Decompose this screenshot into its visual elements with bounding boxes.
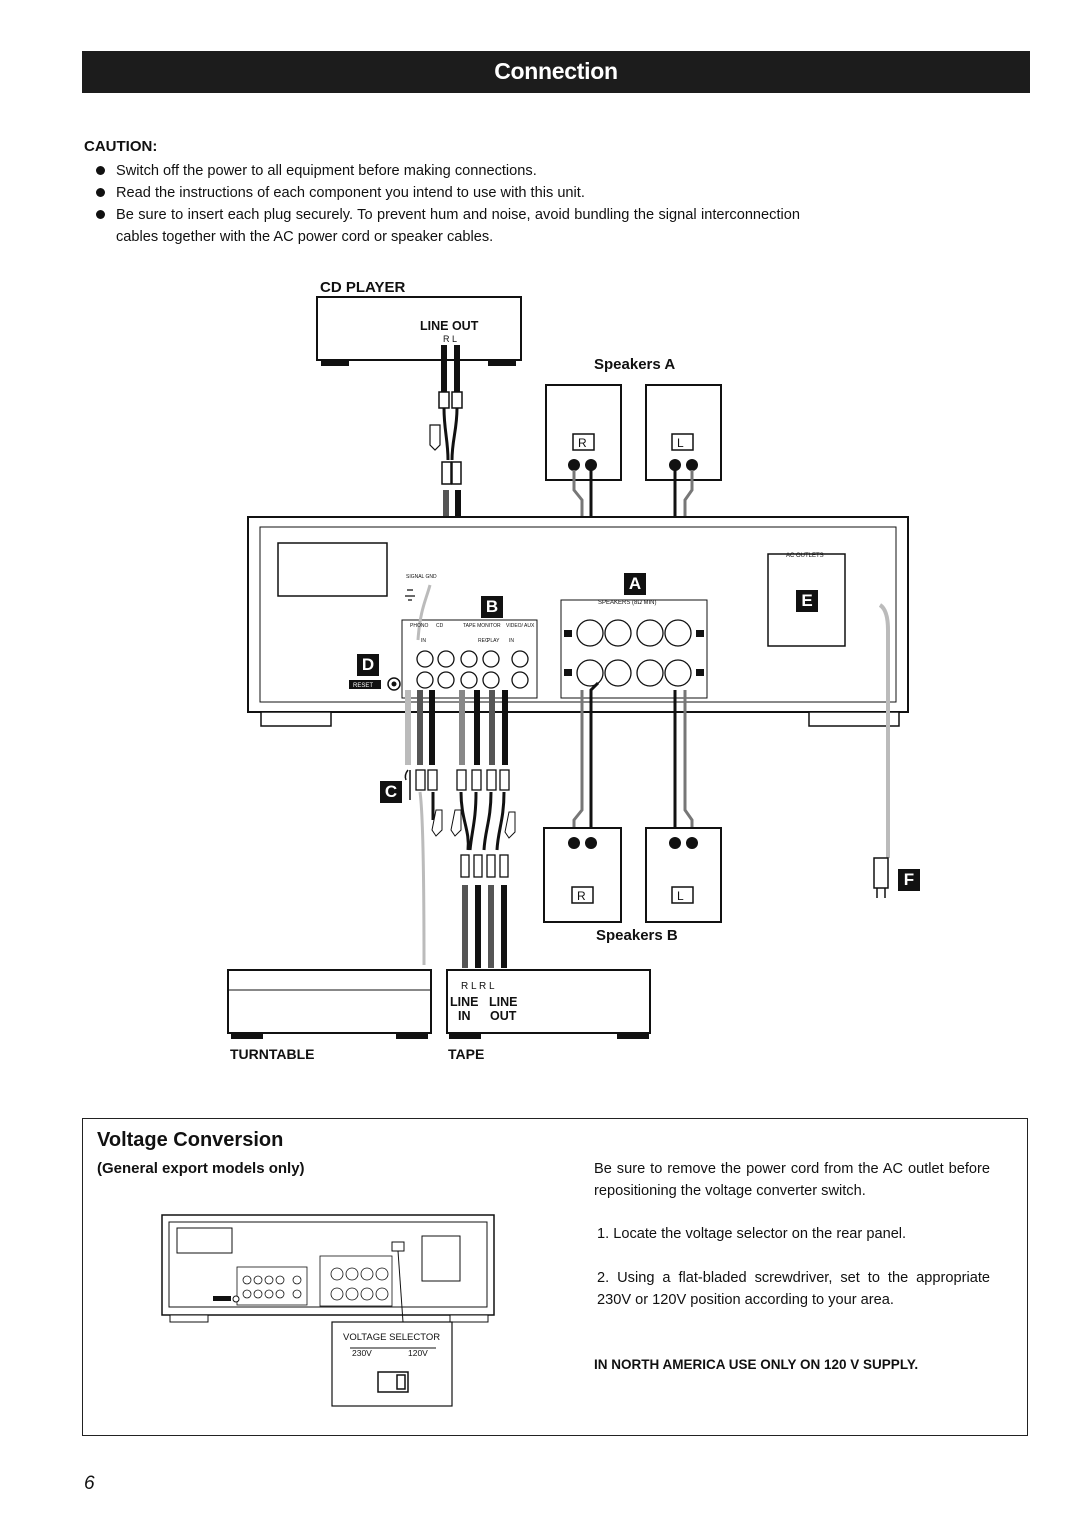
list-item: Switch off the power to all equipment be… [96, 160, 800, 182]
cd-label: CD [436, 623, 444, 629]
caution-title: CAUTION: [84, 138, 158, 155]
voltage-selector-label: VOLTAGE SELECTOR [343, 1332, 440, 1343]
marker-b: B [481, 596, 503, 618]
voltage-note: IN NORTH AMERICA USE ONLY ON 120 V SUPPL… [594, 1357, 919, 1372]
voltage-subtitle: (General export models only) [97, 1160, 305, 1177]
cd-player-unit [316, 296, 522, 366]
turntable-unit [227, 969, 432, 1039]
speaker-b-wires [572, 681, 694, 840]
speakers-a-label: Speakers A [594, 356, 676, 373]
input-cables [404, 690, 516, 968]
marker-c: C [380, 781, 402, 803]
line-out-label: LINE OUT [420, 319, 479, 333]
ac-outlets-label: AC OUTLETS [786, 553, 824, 559]
rl-label: R L [443, 334, 457, 344]
speaker-r-label: R [577, 889, 586, 903]
tape-rl-label: R L R L [461, 981, 495, 992]
connection-diagram: LINE OUT R L R L R L AC OUTLETS SIGNAL G… [227, 296, 909, 1039]
bullet-icon [96, 210, 105, 219]
cd-player-label: CD PLAYER [320, 279, 406, 296]
rec-label: REC [478, 638, 489, 644]
list-item: Read the instructions of each component … [96, 182, 800, 204]
power-cord [873, 603, 890, 898]
marker-d: D [357, 654, 379, 676]
marker-e: E [796, 590, 818, 612]
230v-label: 230V [352, 1348, 372, 1358]
voltage-warning: Be sure to remove the power cord from th… [594, 1161, 990, 1199]
speaker-a-left [645, 384, 722, 481]
speakers-ohm-label: SPEAKERS (8Ω MIN) [598, 600, 657, 606]
page-number: 6 [84, 1473, 95, 1494]
play-label: PLAY [487, 638, 500, 644]
tape-unit [446, 969, 651, 1039]
page-title: Connection [494, 58, 618, 84]
amplifier-rear-panel [247, 516, 909, 727]
turntable-label: TURNTABLE [230, 1046, 315, 1062]
marker-f: F [898, 869, 920, 891]
speaker-l-label: L [677, 436, 684, 450]
bullet-icon [96, 188, 105, 197]
tape-out-label: OUT [490, 1009, 517, 1023]
voltage-conversion-box [82, 1118, 1028, 1436]
speaker-a-right [545, 384, 622, 481]
speaker-b-right [543, 827, 622, 923]
tape-line-out-label: LINE [489, 995, 517, 1009]
reset-label: RESET [353, 683, 373, 689]
in-label: IN [509, 638, 514, 644]
speaker-b-left [645, 827, 722, 923]
signal-gnd-label: SIGNAL GND [406, 574, 437, 580]
header-bar: Connection [82, 51, 1030, 93]
video-aux-label: VIDEO/ AUX [506, 623, 535, 629]
phono-label: PHONO [410, 623, 428, 629]
voltage-title: Voltage Conversion [97, 1129, 284, 1151]
list-item: Be sure to insert each plug securely. To… [96, 204, 800, 248]
tape-line-in-label: LINE [450, 995, 478, 1009]
speaker-r-label: R [578, 436, 587, 450]
tape-label: TAPE [448, 1046, 485, 1062]
bullet-icon [96, 166, 105, 175]
120v-label: 120V [408, 1348, 428, 1358]
rear-panel-illustration: VOLTAGE SELECTOR 230V 120V [161, 1214, 495, 1407]
marker-a: A [624, 573, 646, 595]
tape-in-label: IN [458, 1009, 471, 1023]
voltage-step-2: 2. Using a flat-bladed screwdriver, set … [597, 1270, 990, 1308]
voltage-step-1: 1. Locate the voltage selector on the re… [597, 1226, 907, 1242]
speaker-l-label: L [677, 889, 684, 903]
caution-list: Switch off the power to all equipment be… [96, 160, 800, 248]
speakers-b-label: Speakers B [596, 927, 678, 944]
in-label: IN [421, 638, 426, 644]
tape-monitor-label: TAPE MONITOR [463, 623, 501, 629]
